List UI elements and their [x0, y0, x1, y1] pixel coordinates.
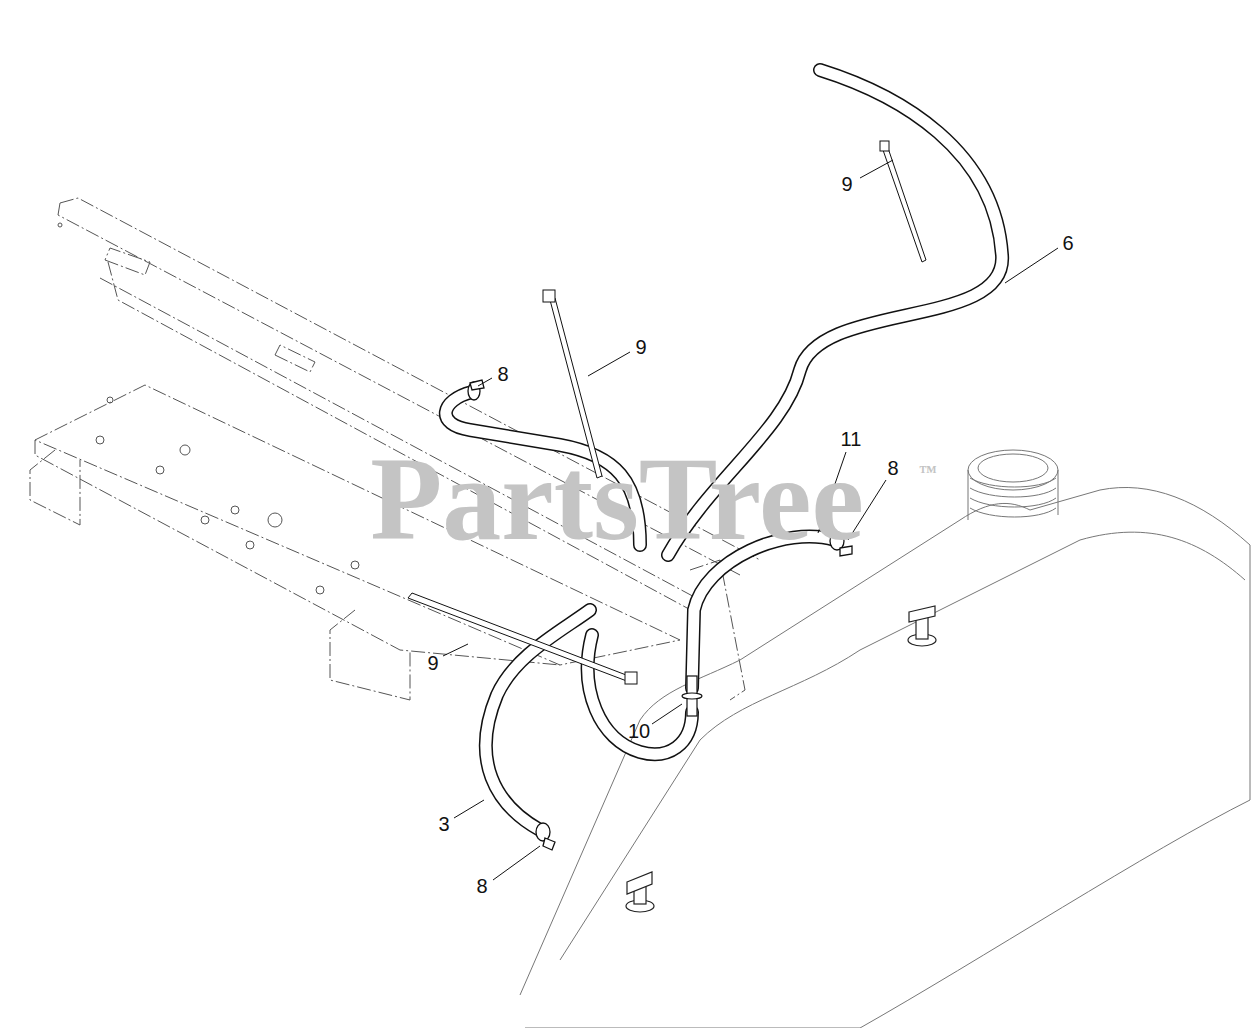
- callout-number: 9: [427, 653, 438, 673]
- cable-ties: [408, 141, 926, 684]
- callout-number: 8: [497, 364, 508, 384]
- watermark: PartsTree: [370, 441, 864, 559]
- callout-number: 8: [476, 876, 487, 896]
- callout-number: 9: [635, 337, 646, 357]
- tee-fitting: [682, 676, 702, 716]
- callout-number: 3: [438, 814, 449, 834]
- callout-number: 8: [887, 458, 898, 478]
- frame-holes: [58, 223, 359, 594]
- callout-number: 9: [841, 174, 852, 194]
- callout-number: 6: [1062, 233, 1073, 253]
- callout-number: 10: [628, 721, 650, 741]
- watermark: ™: [919, 463, 937, 481]
- tank-fittings: [626, 606, 936, 912]
